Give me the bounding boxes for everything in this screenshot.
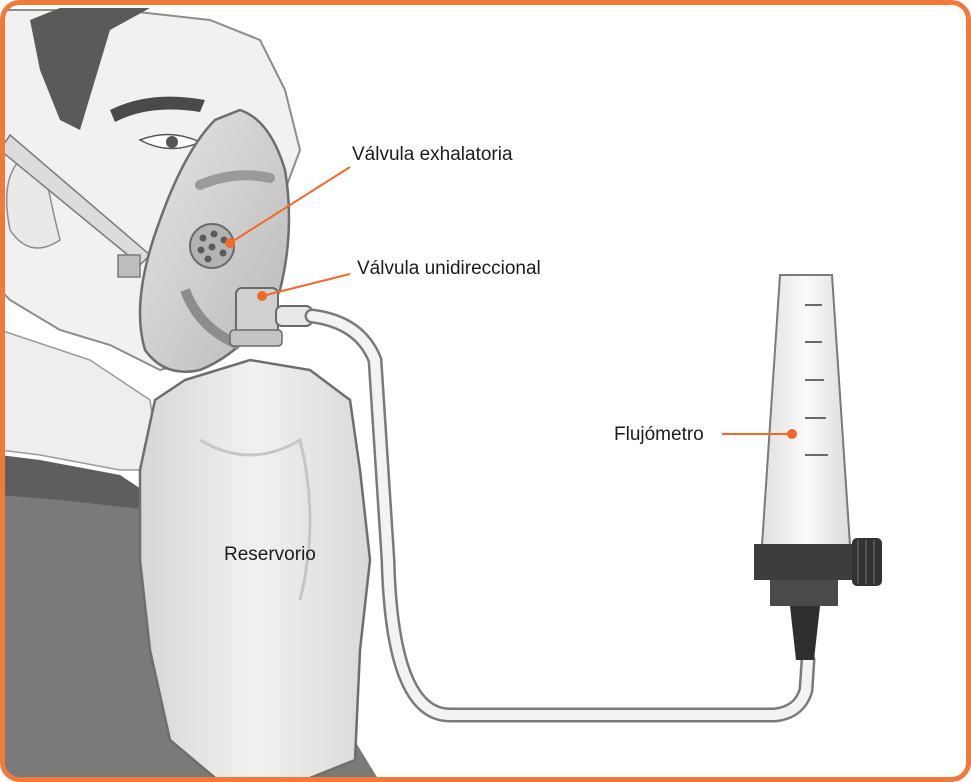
- label-reservoir: Reservorio: [224, 545, 316, 564]
- label-one-way-valve: Válvula unidireccional: [357, 259, 541, 278]
- reservoir-bag: [140, 360, 370, 782]
- label-exhalation-valve: Válvula exhalatoria: [352, 145, 513, 164]
- label-flowmeter: Flujómetro: [614, 425, 704, 444]
